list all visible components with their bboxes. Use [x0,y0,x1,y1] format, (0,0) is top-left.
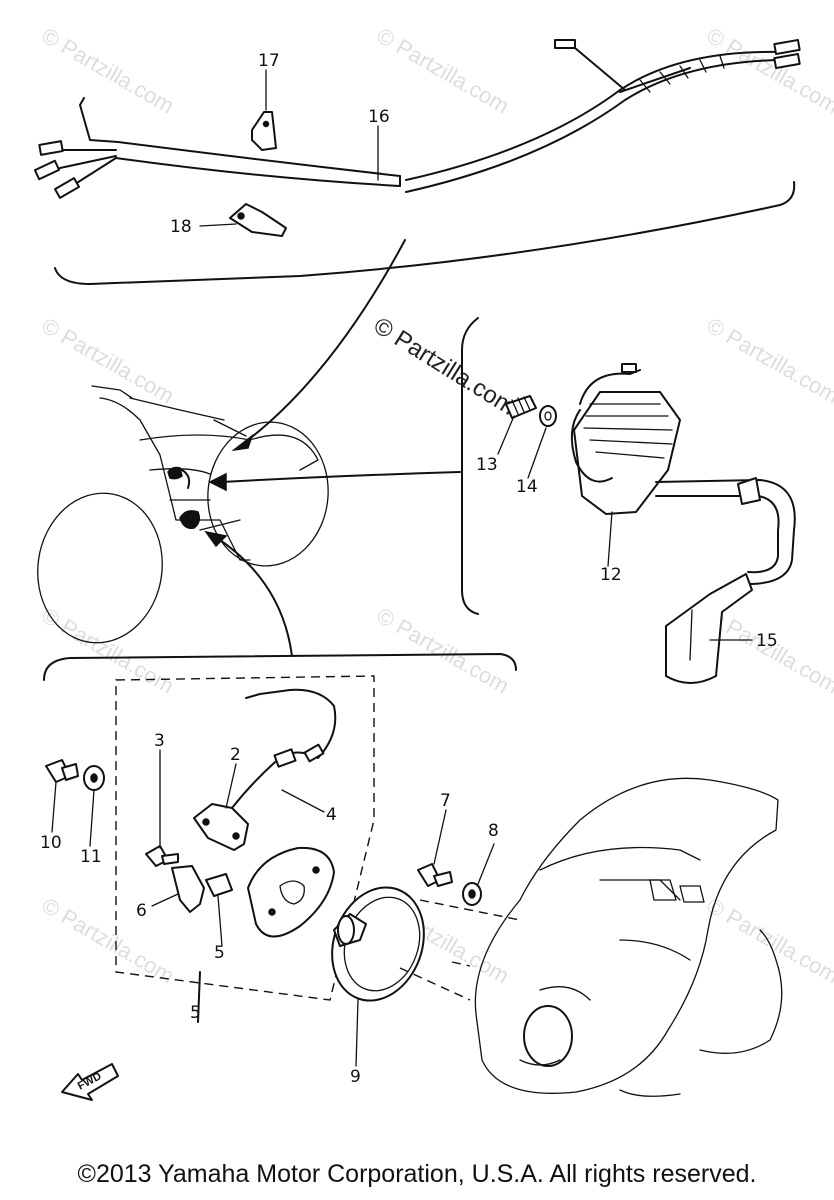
pointer-arrows [204,239,461,657]
callout-6: 6 [136,901,147,921]
fwd-arrow-icon: FWD [61,1063,119,1101]
group-bracket [54,181,796,285]
cdi-magneto-location [179,510,201,530]
assembly-box [115,675,375,1001]
harness-left-upper [117,141,401,177]
group-bracket-right [461,317,479,615]
watermark-text: © Partzilla.com [38,893,179,989]
callout-3: 3 [154,731,165,751]
arrow-harness [239,239,406,447]
ignition-coil-group [461,317,796,684]
connector-2 [33,159,61,181]
callout-10: 10 [40,833,62,853]
watermark-text: © Partzilla.com [703,313,834,409]
callout-14: 14 [516,477,538,497]
connector-1 [38,140,64,156]
watermark-center: © Partzilla.com [369,312,520,421]
watermark-text: © Partzilla.com [703,23,834,119]
group-bracket-bottom [43,653,517,681]
callout-5: 5 [214,943,225,963]
callout-labels: 17 16 18 13 14 12 15 3 2 4 10 11 6 5 5 7… [40,51,778,1087]
coil-5 [205,873,233,897]
callout-5: 5 [190,1003,201,1023]
callout-2: 2 [230,745,241,765]
watermark-text: © Partzilla.com [373,23,514,119]
wire-harness-group [33,38,801,285]
callout-4: 4 [326,805,337,825]
leader-lines [51,69,753,1067]
watermark-layer: © Partzilla.com © Partzilla.com © Partzi… [38,23,834,989]
watermark-text: © Partzilla.com [38,603,179,699]
front-wheel [37,492,163,644]
callout-11: 11 [80,847,102,867]
harness-left-lower [115,157,401,187]
connector-4 [554,39,576,49]
arrow-magneto [213,535,293,657]
arrow-coil [221,471,461,483]
plug-cap-15 [665,573,753,684]
ignition-coil-12 [573,391,681,515]
callout-15: 15 [756,631,778,651]
wire-tip-right [574,47,626,91]
stator-9 [331,886,425,1002]
wire-tip [79,97,119,143]
rear-wheel [207,421,329,567]
connector-3 [53,177,81,199]
bolt-13 [505,395,537,419]
base-plate [247,846,335,938]
clamp-18 [229,203,287,237]
crank-boss [523,1005,573,1067]
harness-right-lower [405,59,781,193]
callout-7: 7 [440,791,451,811]
callout-8: 8 [488,821,499,841]
watermark-text: © Partzilla.com [38,23,179,119]
pickup-coil-2 [193,803,249,851]
harness-right-upper [405,50,781,181]
watermark-text: © Partzilla.com [38,313,179,409]
lead-wire-4 [231,688,337,809]
crankcase-outline [399,777,783,1097]
ignition-coil-location [167,466,183,480]
callout-12: 12 [600,565,622,585]
washer-14 [539,405,557,427]
magneto-group [43,653,517,1023]
coil-6 [171,865,205,913]
callout-17: 17 [258,51,280,71]
callout-13: 13 [476,455,498,475]
callout-18: 18 [170,217,192,237]
clamp-17 [251,111,277,151]
copyright-footer: ©2013 Yamaha Motor Corporation, U.S.A. A… [77,1160,757,1188]
connector-5 [773,38,801,56]
callout-16: 16 [368,107,390,127]
callout-9: 9 [350,1067,361,1087]
watermark-text: © Partzilla.com [373,603,514,699]
connector-6 [773,52,801,70]
motorcycle-outline [37,385,329,644]
